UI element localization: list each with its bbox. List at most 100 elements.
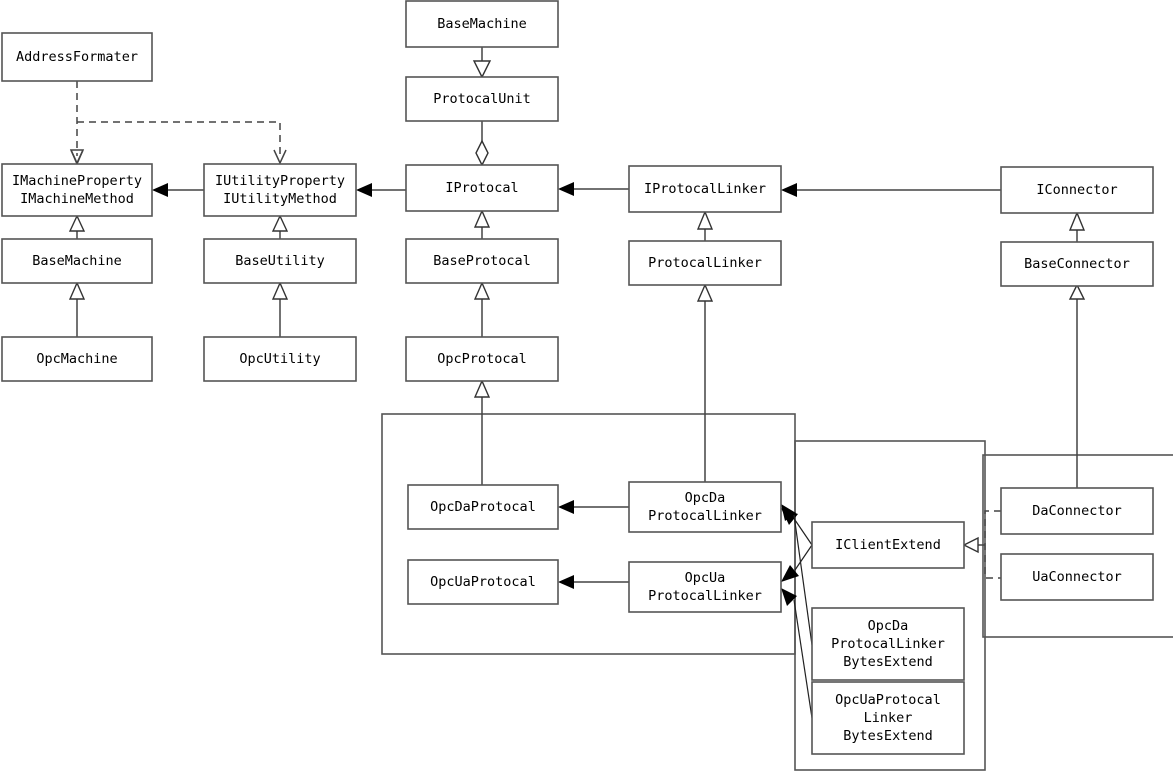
edge-iclientextend-to-opcualinker [781, 544, 813, 582]
class-box-IClientExtend[interactable]: IClientExtend [811, 521, 965, 569]
class-box-rect [1000, 487, 1154, 535]
class-box-label: IUtilityProperty [215, 173, 345, 189]
class-box-label: IConnector [1036, 182, 1117, 198]
class-box-label: IMachineProperty [12, 173, 142, 189]
class-box-OpcUaProtocal[interactable]: OpcUaProtocal [407, 559, 559, 605]
class-box-rect [1000, 241, 1154, 287]
class-box-label: BytesExtend [843, 654, 932, 670]
class-box-label: OpcDaProtocal [430, 499, 536, 515]
class-box-label: IClientExtend [835, 537, 941, 553]
class-box-rect [628, 165, 782, 213]
class-box-rect [405, 76, 559, 122]
class-box-rect [203, 238, 357, 284]
edge-opcdalinker-to-opcdaprotocal [558, 500, 629, 514]
class-box-label: IMachineMethod [20, 191, 134, 207]
class-box-BaseMachine[interactable]: BaseMachine [1, 238, 153, 284]
edge-addressformater-to-imachine [69, 81, 85, 166]
edge-iprotocallinker-to-iprotocal [558, 182, 629, 196]
edge-iconnector-to-iprotocallinker [781, 183, 1001, 197]
class-box-label: Linker [864, 710, 913, 726]
edge-opcmachine-to-basemachine [68, 281, 86, 337]
class-box-label: BaseMachine [32, 253, 121, 269]
class-box-rect [811, 521, 965, 569]
class-box-OpcUtility[interactable]: OpcUtility [203, 336, 357, 382]
class-box-BaseMachineTop[interactable]: BaseMachine [405, 0, 559, 48]
class-box-UaConnector[interactable]: UaConnector [1000, 553, 1154, 601]
edge-addressformater-to-iutility [77, 121, 287, 165]
class-box-label: UaConnector [1032, 569, 1121, 585]
class-box-OpcDaProtocal[interactable]: OpcDaProtocal [407, 484, 559, 530]
class-box-rect [1000, 166, 1154, 214]
edge-baseconnector-to-iconnector [1068, 211, 1086, 242]
class-box-rect [1, 238, 153, 284]
class-box-rect [628, 481, 782, 533]
edge-iprotocal-to-iutility [356, 183, 406, 197]
class-box-rect [203, 163, 357, 217]
class-box-IProtocal[interactable]: IProtocal [405, 164, 559, 212]
edge-iutility-to-imachine [152, 183, 204, 197]
class-box-rect [407, 484, 559, 530]
edge-opcualinker-to-opcuaprotocal [558, 575, 629, 589]
class-box-rect [628, 240, 782, 286]
class-box-label: OpcUa [685, 570, 726, 586]
class-box-label: OpcUtility [239, 351, 320, 367]
class-box-label: OpcUaProtocal [835, 692, 941, 708]
edge-protocalunit-to-iprotocal [475, 121, 489, 167]
class-box-rect [407, 559, 559, 605]
class-box-IProtocalLinker[interactable]: IProtocalLinker [628, 165, 782, 213]
class-box-label: BaseMachine [437, 16, 526, 32]
class-box-ProtocalLinker[interactable]: ProtocalLinker [628, 240, 782, 286]
edge-dabytes-to-opcdalinker [781, 504, 813, 646]
class-box-DaConnector[interactable]: DaConnector [1000, 487, 1154, 535]
class-box-label: ProtocalLinker [648, 588, 762, 604]
class-box-label: BaseUtility [235, 253, 324, 269]
class-box-label: IProtocalLinker [644, 181, 766, 197]
class-box-rect [1, 336, 153, 382]
class-box-OpcProtocal[interactable]: OpcProtocal [405, 336, 559, 382]
class-box-ProtocalUnit[interactable]: ProtocalUnit [405, 76, 559, 122]
class-box-label: OpcDa [685, 490, 726, 506]
class-box-label: ProtocalLinker [648, 508, 762, 524]
class-box-label: OpcProtocal [437, 351, 526, 367]
edge-baseprotocal-to-iprotocal [473, 209, 491, 239]
edge-basemachinetop-to-protocalunit [472, 47, 492, 79]
edge-protocallinker-to-iprotocallinker [696, 210, 714, 241]
class-box-rect [1, 32, 153, 82]
class-box-BaseConnector[interactable]: BaseConnector [1000, 241, 1154, 287]
edge-uabytes-to-opcualinker [781, 588, 813, 719]
class-box-rect [811, 607, 965, 681]
class-box-rect [628, 561, 782, 613]
class-box-label: IProtocal [445, 180, 518, 196]
edge-connectors-to-iclientextend [962, 510, 1001, 579]
class-box-BaseUtility[interactable]: BaseUtility [203, 238, 357, 284]
class-box-OpcMachine[interactable]: OpcMachine [1, 336, 153, 382]
group-containers [381, 413, 1173, 771]
class-box-IConnector[interactable]: IConnector [1000, 166, 1154, 214]
class-box-BaseProtocal[interactable]: BaseProtocal [405, 238, 559, 284]
class-box-label: BaseConnector [1024, 256, 1130, 272]
class-box-rect [405, 238, 559, 284]
edge-opcutility-to-baseutility [271, 281, 289, 337]
class-box-rect [405, 164, 559, 212]
edge-opcdalinker-to-protocallinker [696, 283, 714, 482]
edge-baseutility-to-iutility [271, 214, 289, 239]
class-box-AddressFormater[interactable]: AddressFormater [1, 32, 153, 82]
class-box-label: ProtocalLinker [648, 255, 762, 271]
class-box-label: OpcMachine [36, 351, 117, 367]
class-box-label: BaseProtocal [433, 253, 531, 269]
class-box-rect [405, 0, 559, 48]
class-box-rect [1000, 553, 1154, 601]
edge-opcdaprotocal-to-opcprotocal [473, 379, 491, 485]
edge-basemachine-to-imachine [68, 214, 86, 239]
class-box-label: BytesExtend [843, 728, 932, 744]
class-box-rect [811, 681, 965, 755]
group-protocal-impl-group [381, 413, 796, 655]
